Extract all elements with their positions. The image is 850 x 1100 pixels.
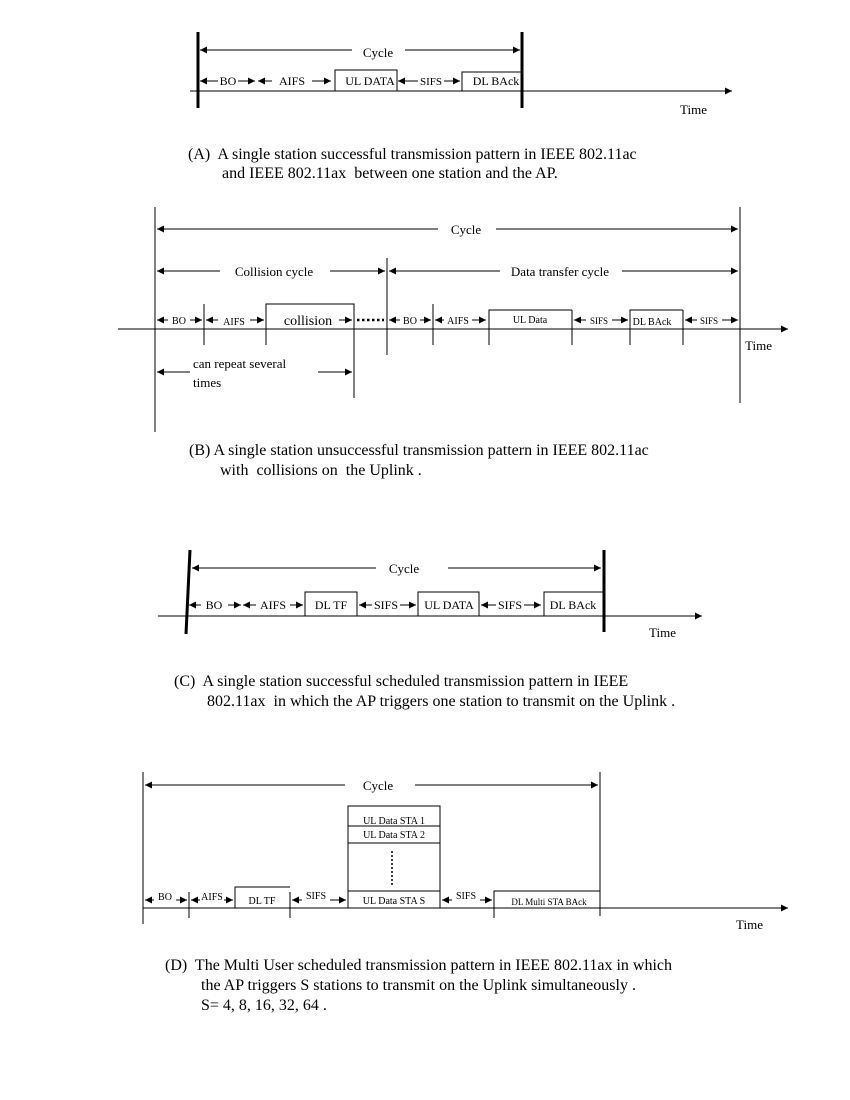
b-dl-back-box (629, 309, 683, 345)
diagram-b (118, 207, 788, 432)
b-dl-back-label: DL BAck (633, 317, 672, 328)
c-ul-data-box (417, 591, 480, 616)
a-sifs-label: SIFS (420, 76, 442, 88)
diagram-c (158, 549, 702, 635)
b-ul-data-box (488, 309, 572, 345)
d-ul-sta-1-label: UL Data STA 1 (363, 816, 425, 827)
d-dl-multi-label: DL Multi STA BAck (511, 897, 587, 907)
a-bo-label: BO (220, 74, 237, 88)
caption-d-line-2: the AP triggers S stations to transmit o… (201, 977, 636, 994)
b-repeat-label-2: times (193, 375, 221, 390)
c-aifs-label: AIFS (260, 598, 286, 612)
caption-b-line-2: with collisions on the Uplink . (220, 462, 422, 479)
b-cycle-label: Cycle (451, 222, 482, 237)
d-dl-tf-label: DL TF (249, 896, 276, 907)
diagram-a (190, 32, 732, 108)
c-ul-data-label: UL DATA (424, 598, 474, 612)
b-sifs-label: SIFS (590, 316, 608, 326)
a-cycle-label: Cycle (363, 45, 394, 60)
diagram-d (142, 772, 788, 924)
b-collision-box (265, 303, 355, 398)
d-time-label: Time (736, 917, 763, 932)
b-aifs-label: AIFS (223, 317, 245, 328)
c-dl-tf-label: DL TF (315, 598, 348, 612)
b-data-cycle-label: Data transfer cycle (511, 264, 609, 279)
b-ul-data-label: UL Data (513, 315, 548, 326)
b-collision-label: collision (284, 314, 332, 329)
c-cycle-start-bar (184, 549, 192, 635)
d-sifs-label: SIFS (306, 891, 326, 902)
d-aifs-label: AIFS (201, 892, 223, 903)
caption-d-line-1: (D) The Multi User scheduled transmissio… (165, 957, 673, 974)
d-ul-stack-box (347, 805, 441, 909)
caption-d-line-3: S= 4, 8, 16, 32, 64 . (201, 997, 327, 1014)
a-aifs-label: AIFS (279, 74, 305, 88)
b-bo-label: BO (172, 316, 186, 327)
b-bo2-label: BO (403, 316, 417, 327)
c-dl-back-box (543, 591, 604, 616)
a-dl-back-label: DL BAck (473, 74, 520, 88)
d-ul-sta-2-label: UL Data STA 2 (363, 830, 425, 841)
caption-c-line-1: (C) A single station successful schedule… (174, 673, 629, 690)
d-sifs2-label: SIFS (456, 891, 476, 902)
c-dl-back-label: DL BAck (550, 598, 597, 612)
c-bo-label: BO (206, 598, 223, 612)
a-dl-back-box (461, 71, 522, 91)
a-ul-data-box (334, 69, 398, 91)
c-dl-tf-box (304, 591, 358, 616)
caption-a-line-2: and IEEE 802.11ax between one station an… (222, 165, 558, 182)
c-time-label: Time (649, 625, 676, 640)
caption-b-line-1: (B) A single station unsuccessful transm… (189, 442, 649, 459)
b-time-label: Time (745, 338, 772, 353)
a-ul-data-label: UL DATA (345, 74, 395, 88)
d-ul-sta-s-label: UL Data STA S (363, 896, 425, 907)
b-sifs2-label: SIFS (700, 316, 718, 326)
b-repeat-label-1: can repeat several (193, 356, 286, 371)
d-dl-multi-box (493, 890, 600, 908)
d-cycle-label: Cycle (363, 778, 394, 793)
d-dl-tf-box (234, 886, 290, 908)
c-sifs-label: SIFS (374, 598, 398, 612)
b-aifs2-label: AIFS (447, 316, 469, 327)
c-cycle-label: Cycle (389, 561, 420, 576)
caption-a-line-1: (A) A single station successful transmis… (188, 146, 637, 163)
c-sifs2-label: SIFS (498, 598, 522, 612)
b-collision-cycle-label: Collision cycle (235, 264, 314, 279)
caption-c-line-2: 802.11ax in which the AP triggers one st… (207, 693, 676, 710)
a-time-label: Time (680, 102, 707, 117)
d-bo-label: BO (158, 892, 172, 903)
